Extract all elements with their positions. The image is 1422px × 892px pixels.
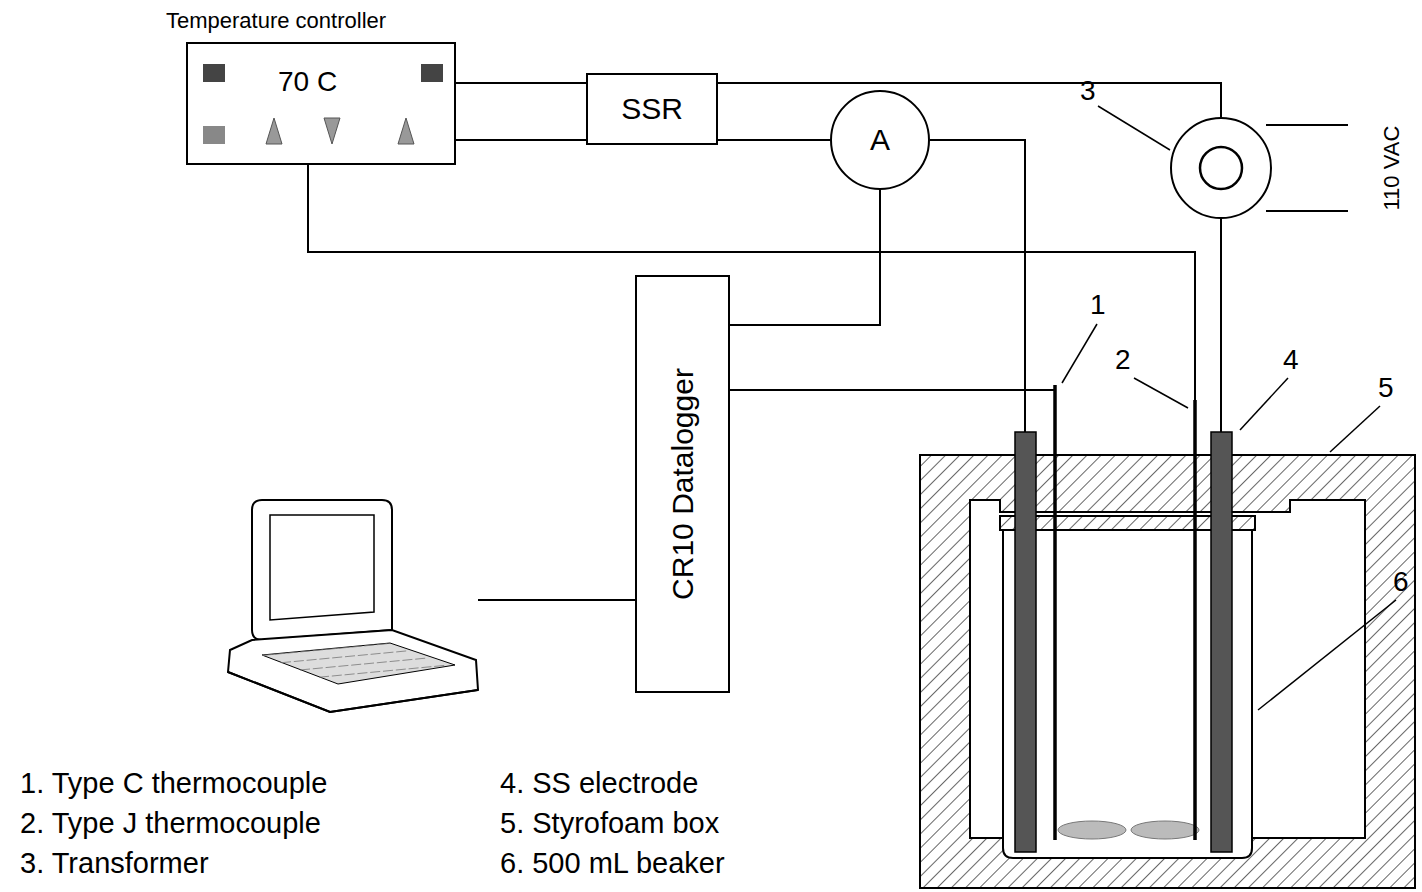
wire [478,599,635,601]
keyboard-key [370,671,380,672]
callout-number: 5 [1378,373,1394,404]
leader-line [1258,600,1396,710]
voltage-label: 110 VAC [1380,126,1404,211]
ssr-box: SSR [586,73,718,145]
ss-electrode [1015,432,1036,852]
keyboard-key [313,650,323,651]
keyboard-key [332,657,342,658]
keyboard-key [390,661,400,662]
leader-line [1330,406,1380,452]
keyboard-key [313,668,323,669]
keyboard-key [409,668,419,669]
wire [1266,210,1348,212]
keyboard-key [396,669,406,670]
keyboard-key [288,652,298,653]
datalogger-box: CR10 Datalogger [635,275,730,693]
keyboard-key [415,658,425,659]
keyboard-key [402,659,412,660]
keyboard-key [275,653,285,654]
controller-title: Temperature controller [166,8,386,34]
laptop-computer [228,500,478,712]
callout-number: 2 [1115,345,1131,376]
keyboard-key [339,647,349,648]
sample-disc [1131,821,1199,839]
keyboard-key [377,644,387,645]
wire-connector [456,139,586,141]
keyboard-key [345,656,355,657]
key-text: 2. Type J thermocouple [20,808,321,840]
wire [1220,218,1222,432]
keyboard-key [351,664,361,665]
keyboard-key [307,659,317,660]
keyboard-key [434,665,444,666]
styrofoam-box [920,455,1415,888]
transformer-core [1200,147,1242,189]
keyboard-key [357,673,367,674]
keyboard-key [383,652,393,653]
wire [718,83,1221,118]
callout-number: 6 [1393,567,1409,598]
wire-connector [456,82,586,84]
controller-indicators [188,44,454,163]
callout-number: 4 [1283,345,1299,376]
leader-line [1062,324,1097,383]
keyboard-key [396,651,406,652]
wire [930,140,1025,432]
key-text: 3. Transformer [20,848,209,880]
keyboard-key [377,662,387,663]
keyboard-key [364,645,374,646]
keyboard-key [371,653,381,654]
keyboard-key [281,662,291,663]
keyboard-key [383,670,393,671]
key-text: 5. Styrofoam box [500,808,719,840]
wire [1266,124,1348,126]
wire-connector [718,139,830,141]
node-text: CR10 Datalogger [666,368,700,600]
wire [730,389,1055,391]
keyboard-key [294,661,304,662]
keyboard-key [352,646,362,647]
callout-number: 1 [1090,290,1106,321]
keyboard-key [326,649,336,650]
keyboard-key [421,667,431,668]
setpoint-display: 70 C [278,66,337,98]
keyboard-key [300,669,310,670]
ss-electrode [1211,432,1232,852]
keyboard-key [338,665,348,666]
transformer-symbol [1171,118,1271,218]
key-text: 1. Type C thermocouple [20,768,327,800]
leader-line [1134,378,1188,408]
keyboard-key [262,655,272,656]
keyboard-key [364,663,374,664]
wire-connector [730,190,880,325]
keyboard-key [332,675,342,676]
keyboard-key [319,658,329,659]
ammeter-symbol: A [830,90,930,190]
wire [308,165,1195,400]
node-text: SSR [621,92,683,126]
node-text: A [870,123,890,157]
keyboard-key [319,676,329,677]
thermocouple [1053,385,1057,840]
keyboard-key [358,655,368,656]
callout-number: 3 [1080,76,1096,107]
keyboard-key [326,667,336,668]
key-text: 6. 500 mL beaker [500,848,725,880]
thermocouple [1193,400,1197,840]
key-text: 4. SS electrode [500,768,698,800]
temperature-controller: Temperature controller70 C [186,42,456,165]
leader-line [1098,106,1170,150]
keyboard-key [345,674,355,675]
leader-line [1240,378,1288,430]
keyboard-key [300,651,310,652]
sample-disc [1058,821,1126,839]
